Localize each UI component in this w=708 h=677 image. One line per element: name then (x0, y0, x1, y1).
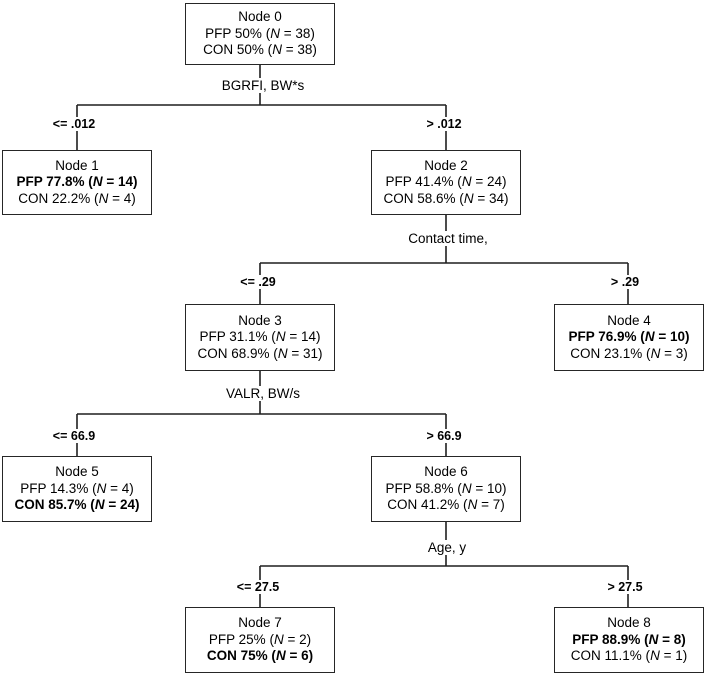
node-con-row: CON 68.9% (N = 31) (197, 345, 323, 361)
node-pfp-row: PFP 14.3% (N = 4) (20, 480, 134, 496)
node-pfp-row: PFP 25% (N = 2) (208, 631, 312, 647)
branch-condition-label: > 27.5 (603, 580, 647, 594)
split-variable-label-age: Age, y (423, 540, 471, 555)
node-pfp-row: PFP 58.8% (N = 10) (385, 480, 507, 496)
node-pfp-row: PFP 76.9% (N = 10) (568, 329, 690, 345)
node-con-row: CON 23.1% (N = 3) (570, 345, 688, 361)
node-pfp-row: PFP 77.8% (N = 14) (16, 174, 138, 190)
split-3-connector (259, 522, 629, 607)
node-8-box: Node 8 PFP 88.9% (N = 8) CON 11.1% (N = … (554, 607, 704, 673)
branch-condition-label: <= .29 (236, 275, 280, 289)
node-title: Node 3 (238, 312, 282, 328)
node-con-row: CON 50% (N = 38) (203, 42, 317, 58)
node-title: Node 4 (607, 312, 651, 328)
split-variable-label-valr: VALR, BW/s (221, 386, 305, 401)
split-variable-label-bgrfi: BGRFI, BW*s (217, 78, 309, 93)
branch-condition-label: > .012 (422, 117, 466, 131)
node-con-row: CON 75% (N = 6) (206, 648, 314, 664)
node-con-row: CON 11.1% (N = 1) (570, 648, 688, 664)
split-variable-label-contact-time: Contact time, (404, 231, 492, 246)
node-pfp-row: PFP 88.9% (N = 8) (572, 631, 686, 647)
node-pfp-row: PFP 31.1% (N = 14) (199, 329, 321, 345)
node-pfp-row: PFP 41.4% (N = 24) (385, 174, 507, 190)
split-2-connector (76, 371, 447, 456)
node-2-box: Node 2 PFP 41.4% (N = 24) CON 58.6% (N =… (371, 150, 521, 215)
node-5-box: Node 5 PFP 14.3% (N = 4) CON 85.7% (N = … (2, 456, 152, 522)
node-title: Node 7 (238, 615, 282, 631)
node-6-box: Node 6 PFP 58.8% (N = 10) CON 41.2% (N =… (371, 456, 521, 522)
node-0-box: Node 0 PFP 50% (N = 38) CON 50% (N = 38) (185, 3, 335, 65)
split-1-connector (259, 215, 629, 304)
node-title: Node 5 (55, 464, 99, 480)
branch-condition-label: > .29 (606, 275, 644, 289)
node-title: Node 0 (238, 9, 282, 25)
branch-condition-label: > 66.9 (422, 429, 466, 443)
branch-condition-label: <= 27.5 (232, 580, 284, 594)
node-con-row: CON 22.2% (N = 4) (18, 190, 136, 206)
node-title: Node 2 (424, 157, 468, 173)
node-pfp-row: PFP 50% (N = 38) (205, 25, 315, 41)
node-con-row: CON 58.6% (N = 34) (383, 190, 509, 206)
node-con-row: CON 41.2% (N = 7) (387, 497, 505, 513)
node-1-box: Node 1 PFP 77.8% (N = 14) CON 22.2% (N =… (2, 150, 152, 215)
node-7-box: Node 7 PFP 25% (N = 2) CON 75% (N = 6) (185, 607, 335, 673)
node-con-row: CON 85.7% (N = 24) (14, 497, 140, 513)
branch-condition-label: <= .012 (48, 117, 100, 131)
node-title: Node 8 (607, 615, 651, 631)
node-3-box: Node 3 PFP 31.1% (N = 14) CON 68.9% (N =… (185, 304, 335, 371)
branch-condition-label: <= 66.9 (48, 429, 100, 443)
node-4-box: Node 4 PFP 76.9% (N = 10) CON 23.1% (N =… (554, 304, 704, 371)
node-title: Node 6 (424, 464, 468, 480)
node-title: Node 1 (55, 157, 99, 173)
